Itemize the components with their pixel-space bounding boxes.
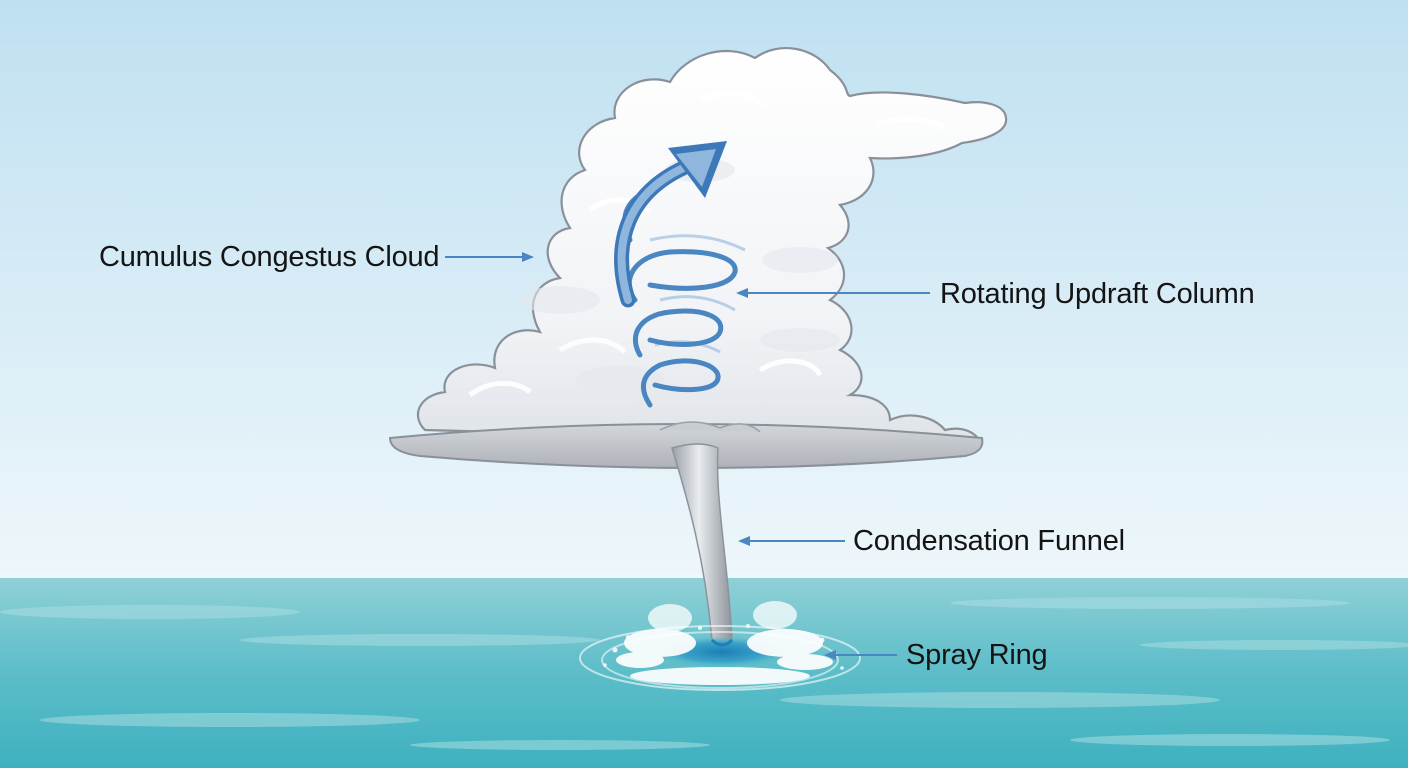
- cloud-label: Cumulus Congestus Cloud: [99, 241, 440, 273]
- spray-label: Spray Ring: [906, 639, 1048, 671]
- updraft-label: Rotating Updraft Column: [940, 278, 1255, 310]
- callout-arrows: [445, 252, 930, 660]
- funnel-label: Condensation Funnel: [853, 525, 1125, 557]
- spray-ring: [579, 601, 861, 691]
- cumulus-cloud: [416, 47, 1008, 447]
- sea-ripples: [0, 597, 1408, 750]
- rotating-updraft: [614, 141, 746, 408]
